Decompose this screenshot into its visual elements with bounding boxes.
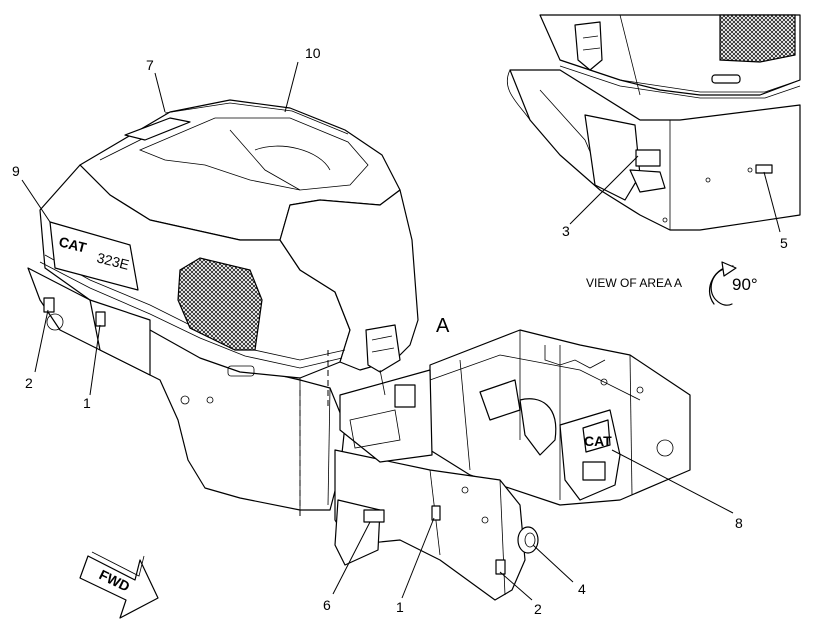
callout-2-left: 2 — [25, 375, 33, 391]
switch-1-lower — [431, 505, 441, 521]
detail-view-area-a — [506, 14, 801, 231]
decal-model-text: 323E — [95, 249, 131, 272]
callout-1-lower: 1 — [396, 599, 404, 615]
callout-labels: 7 10 9 2 1 3 5 8 4 6 1 2 — [12, 45, 788, 617]
pedestal-brand-text: CAT — [584, 433, 612, 449]
callout-5: 5 — [780, 235, 788, 251]
decal-brand-text: CAT — [57, 233, 88, 255]
callout-8: 8 — [735, 515, 743, 531]
top-decal — [124, 117, 191, 141]
view-caption: VIEW OF AREA A — [586, 276, 682, 290]
switch-2-left — [43, 297, 55, 313]
fwd-arrow-icon — [79, 551, 159, 619]
inset-decal-5 — [755, 164, 773, 174]
switch-1-left — [95, 311, 106, 327]
callout-1-left: 1 — [83, 395, 91, 411]
area-letter-a: A — [436, 315, 450, 337]
bracket-curve — [519, 398, 557, 456]
inset-latch — [574, 21, 603, 71]
callout-10: 10 — [305, 45, 321, 61]
inset-grille — [719, 14, 796, 63]
hood-top-recess — [138, 117, 369, 191]
callout-9: 9 — [12, 163, 20, 179]
leader-lines — [21, 61, 781, 601]
inset-switch-3 — [635, 149, 661, 167]
hood-latch — [365, 324, 401, 373]
frame-left-box — [339, 369, 433, 463]
side-grille — [177, 257, 263, 351]
callout-2-lower: 2 — [534, 601, 542, 617]
decal-6 — [363, 509, 385, 523]
callout-6: 6 — [323, 597, 331, 613]
inset-bracket — [584, 114, 641, 201]
frame-assembly: CAT — [334, 329, 691, 601]
inner-gusset — [479, 379, 521, 421]
rotation-label: 90° — [732, 275, 758, 294]
callout-3: 3 — [562, 223, 570, 239]
round-cap-4 — [517, 526, 539, 554]
machine-body: CAT 323E — [27, 99, 419, 520]
switch-2-lower — [495, 559, 506, 575]
callout-4: 4 — [578, 581, 586, 597]
callout-7: 7 — [146, 57, 154, 73]
rotation-90-icon — [708, 261, 737, 306]
cat-logo-panel — [49, 221, 139, 291]
